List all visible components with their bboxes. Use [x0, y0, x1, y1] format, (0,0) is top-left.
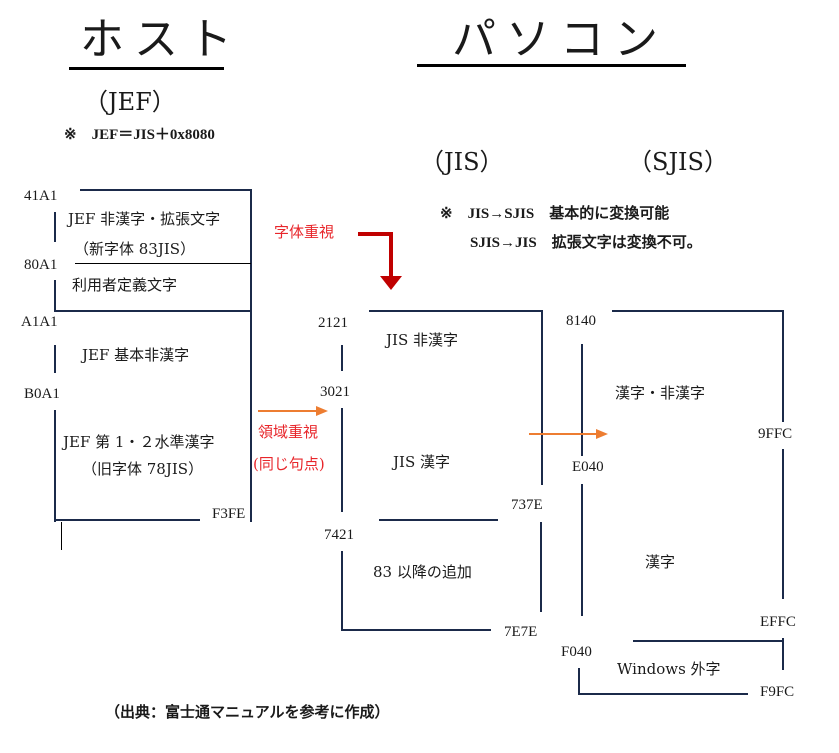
source-citation: （出典：富士通マニュアルを参考に作成）: [105, 705, 390, 721]
sjis-line: [581, 344, 583, 456]
jef-line: [54, 310, 252, 312]
host-title-underline: [69, 67, 224, 70]
same-kuten-label: (同じ句点): [253, 455, 325, 473]
jef-line: [250, 189, 252, 522]
jef-ext-label: JEF 非漢字・拡張文字: [68, 210, 221, 228]
jis-line: [341, 629, 491, 631]
jis-line: [341, 345, 343, 371]
jis-line: [341, 551, 343, 631]
sjis-line: [782, 638, 784, 670]
jis-to-sjis-arrow: [529, 429, 608, 439]
jis-code-7421: 7421: [324, 527, 354, 543]
sjis-kanji-nonkanji-label: 漢字・非漢字: [615, 384, 706, 402]
jef-code-a1a1: A1A1: [21, 314, 58, 330]
glyph-priority-label: 字体重視: [274, 223, 335, 241]
sjis-line: [633, 640, 784, 642]
sjis-to-jis-note: SJIS→JIS 拡張文字は変換不可。: [470, 235, 702, 251]
jef-line: [54, 345, 56, 373]
jef-divider: [75, 263, 251, 264]
sjis-code-f040: F040: [561, 644, 592, 660]
sjis-line: [782, 310, 784, 422]
jis-code-2121: 2121: [318, 315, 348, 331]
jef-user-defined-label: 利用者定義文字: [72, 276, 178, 294]
sjis-code-f9fc: F9FC: [760, 684, 795, 700]
jis-line: [540, 522, 542, 612]
jef-code-41a1: 41A1: [24, 188, 58, 204]
jis-line: [369, 310, 543, 312]
jis-nonkanji-label: JIS 非漢字: [386, 331, 458, 349]
jis-code-737e: 737E: [511, 497, 543, 513]
jef-line: [54, 280, 56, 312]
sjis-kanji-label: 漢字: [645, 553, 676, 571]
jef-line: [54, 410, 56, 522]
sjis-code-effc: EFFC: [760, 614, 796, 630]
glyph-priority-arrow: [358, 232, 402, 290]
jef-formula-note: ※ JEF＝JIS＋0x8080: [64, 127, 215, 143]
jis-line: [379, 519, 498, 521]
sjis-code-e040: E040: [572, 459, 604, 475]
jef-tick: [61, 522, 62, 550]
jef-heading: （JEF）: [84, 88, 176, 116]
jis-kanji-label: JIS 漢字: [393, 453, 450, 471]
sjis-heading: （SJIS）: [628, 148, 728, 176]
jis-heading: （JIS）: [420, 148, 504, 176]
jef-kanji-label: JEF 第 1・２水準漢字: [63, 433, 215, 451]
area-priority-label: 領域重視: [258, 423, 319, 441]
jef-basic-nonkanji-label: JEF 基本非漢字: [82, 346, 190, 364]
jef-code-f3fe: F3FE: [212, 506, 246, 522]
jis-added-label: 83 以降の追加: [373, 563, 472, 581]
sjis-code-8140: 8140: [566, 313, 596, 329]
jef-line: [54, 212, 56, 242]
sjis-line: [581, 484, 583, 616]
jis-code-3021: 3021: [320, 384, 350, 400]
area-priority-arrow: [258, 406, 328, 416]
pc-title-underline: [417, 64, 686, 67]
jis-to-sjis-note: ※ JIS→SJIS 基本的に変換可能: [440, 206, 670, 222]
jef-line: [80, 189, 252, 191]
jef-kanji-sublabel: （旧字体 78JIS）: [82, 460, 204, 478]
host-title: ホスト: [80, 14, 242, 65]
pc-title: パソコン: [452, 14, 668, 65]
jef-line: [54, 519, 200, 521]
jis-line: [341, 408, 343, 512]
sjis-line: [612, 310, 784, 312]
jef-ext-sublabel: （新字体 83JIS）: [74, 240, 196, 258]
sjis-windows-gaiji-label: Windows 外字: [617, 660, 721, 678]
jef-code-80a1: 80A1: [24, 257, 58, 273]
jis-line: [541, 310, 543, 485]
jef-code-b0a1: B0A1: [24, 386, 60, 402]
sjis-line: [578, 693, 748, 695]
sjis-line: [782, 449, 784, 599]
sjis-line: [578, 668, 580, 695]
jis-code-7e7e: 7E7E: [504, 624, 538, 640]
sjis-code-9ffc: 9FFC: [758, 426, 793, 442]
